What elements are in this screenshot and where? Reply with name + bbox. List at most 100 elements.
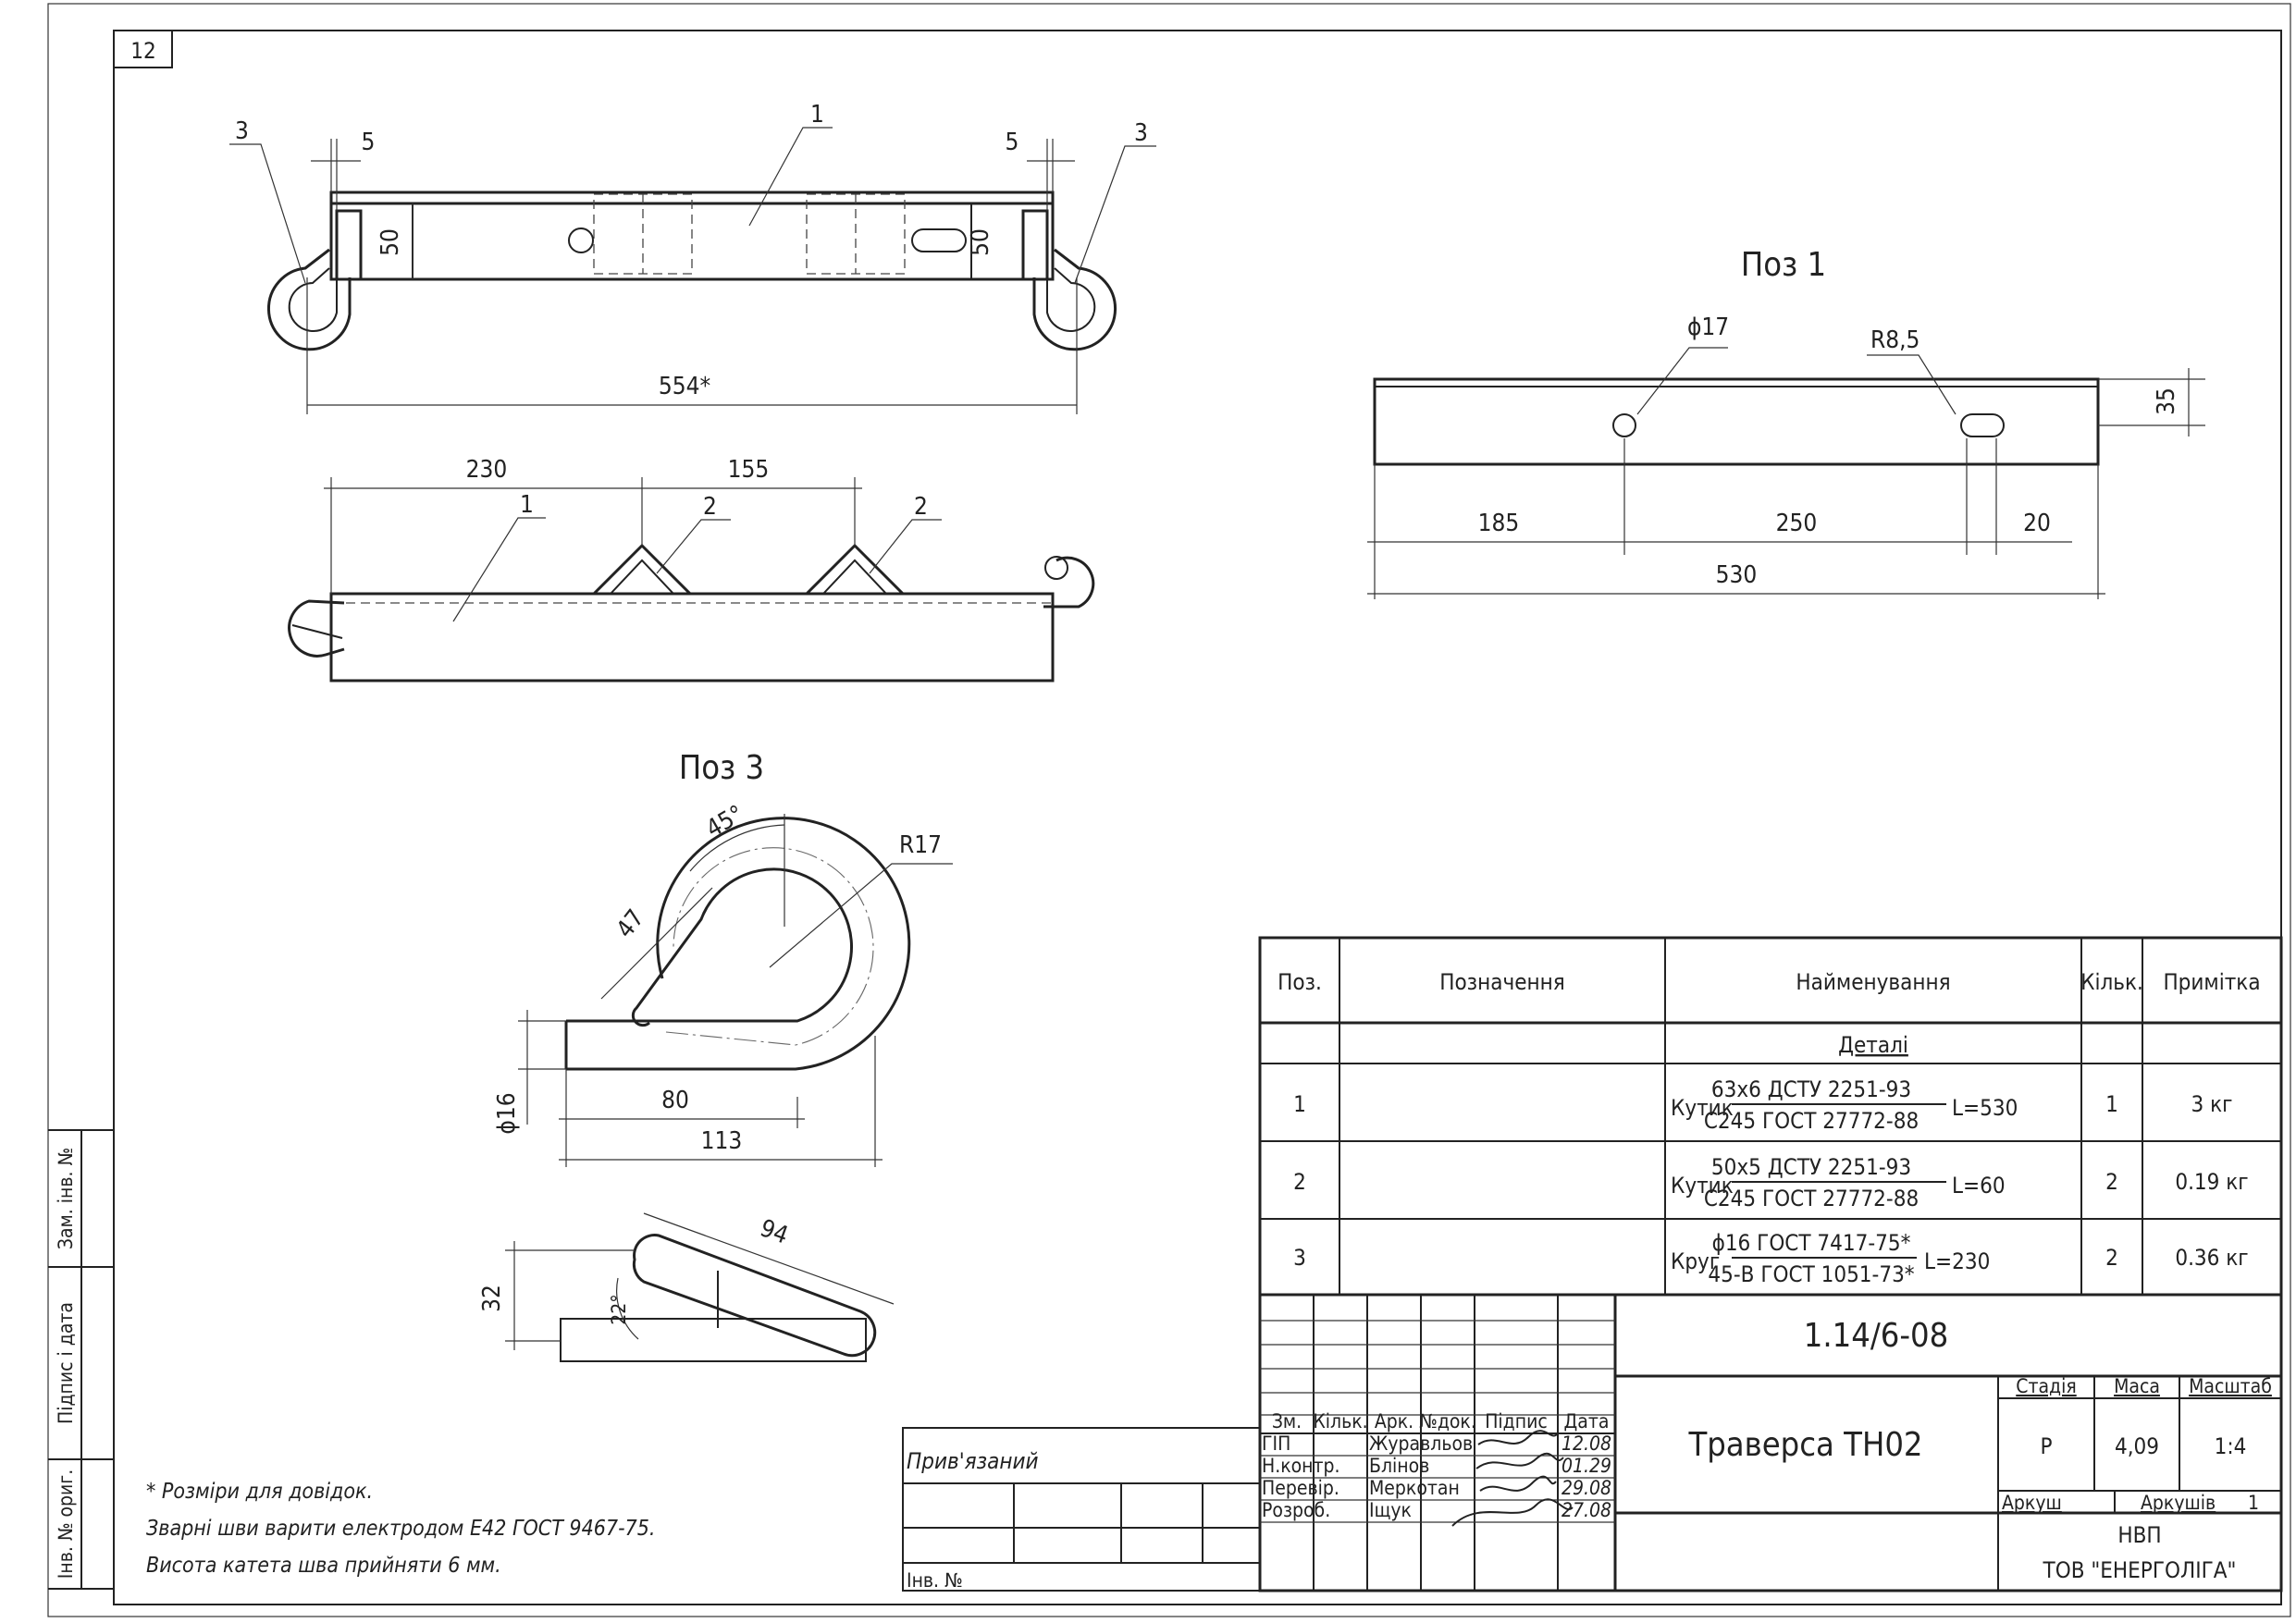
note-3: Висота катета шва прийняти 6 мм. — [146, 1554, 501, 1578]
front-dim-right-height: 50 — [967, 228, 994, 256]
spec-row-pos: 2 — [1293, 1169, 1306, 1195]
spec-row: 3 Круг ϕ16 ГОСТ 7417-75* 45-В ГОСТ 1051-… — [1293, 1230, 2249, 1287]
front-dim-right-gap: 5 — [1006, 129, 1019, 156]
spec-row-suffix: L=230 — [1924, 1248, 1990, 1274]
top-dim-155: 155 — [728, 456, 770, 484]
poz3-angle22: 22° — [608, 1294, 630, 1324]
tb-sheet-label: Аркуш — [2002, 1492, 2062, 1514]
tb-col-kilk: Кільк. — [1313, 1410, 1367, 1432]
top-leader-2a: 2 — [703, 493, 717, 521]
poz1-hole: ϕ17 — [1687, 314, 1729, 341]
sheet-number: 12 — [130, 38, 155, 64]
tb-mass: 4,09 — [2115, 1433, 2159, 1459]
bind-pryvyazanyi: Прив'язаний — [907, 1448, 1039, 1474]
tb-sheets-label: Аркушів — [2141, 1492, 2216, 1514]
side-zam-inv: Зам. інв. № — [55, 1148, 77, 1249]
spec-row-suffix: L=530 — [1952, 1095, 2018, 1121]
tb-doc-number: 1.14/6-08 — [1804, 1317, 1949, 1355]
spec-row-bottom: С245 ГОСТ 27772-88 — [1704, 1186, 1919, 1211]
tb-role-row: ГІП Журавльов 12.08 — [1262, 1432, 1611, 1455]
spec-row-top: ϕ16 ГОСТ 7417-75* — [1712, 1230, 1911, 1256]
poz1-total: 530 — [1716, 561, 1758, 589]
spec-header-note: Примітка — [2163, 969, 2260, 995]
tb-col-data: Дата — [1564, 1410, 1610, 1432]
poz3-len113: 113 — [701, 1127, 743, 1155]
front-view: 554* 5 5 50 50 1 3 3 — [229, 101, 1156, 414]
spec-row-note: 3 кг — [2191, 1091, 2233, 1117]
top-leader-1: 1 — [520, 491, 534, 519]
note-1: * Розміри для довідок. — [146, 1480, 373, 1504]
spec-header-name: Найменування — [1796, 969, 1950, 995]
binding-block: Прив'язаний Інв. № — [902, 1427, 1261, 1592]
spec-section: Деталі — [1838, 1032, 1908, 1058]
poz3-leg: 47 — [611, 904, 650, 943]
poz3-radius: R17 — [899, 831, 942, 859]
tb-scale-label: Масштаб — [2189, 1375, 2272, 1397]
tb-role-name: Журавльов — [1369, 1432, 1473, 1455]
tb-role-name: Блінов — [1369, 1455, 1429, 1477]
poz3-h32: 32 — [478, 1285, 506, 1312]
tb-role-date: 27.08 — [1562, 1499, 1611, 1521]
tb-role-row: Перевір. Меркотан 29.08 — [1262, 1477, 1611, 1499]
tb-role-date: 01.29 — [1562, 1455, 1611, 1477]
poz1-view: Поз 1 ϕ17 R8,5 35 185 250 20 530 — [1367, 246, 2205, 599]
notes: * Розміри для довідок. Зварні шви варити… — [146, 1480, 655, 1578]
note-2: Зварні шви варити електродом Е42 ГОСТ 94… — [146, 1517, 655, 1541]
tb-role: Перевір. — [1262, 1477, 1339, 1499]
top-dim-230: 230 — [466, 456, 508, 484]
side-pidpys-data: Підпис і дата — [55, 1302, 77, 1424]
poz3-len80: 80 — [661, 1087, 689, 1114]
tb-title: Траверса ТН02 — [1687, 1426, 1922, 1464]
spec-row-prefix: Кутик — [1671, 1173, 1734, 1199]
front-dim-left-height: 50 — [376, 228, 404, 256]
poz1-slot: R8,5 — [1870, 326, 1920, 354]
spec-row-prefix: Круг — [1671, 1248, 1720, 1274]
spec-row-pos: 3 — [1293, 1245, 1306, 1271]
bind-inv-no: Інв. № — [907, 1569, 963, 1592]
spec-row-bottom: 45-В ГОСТ 1051-73* — [1708, 1261, 1914, 1287]
spec-row-qty: 2 — [2105, 1169, 2118, 1195]
spec-row-suffix: L=60 — [1952, 1173, 2006, 1199]
side-inv-oryg: Інв. № ориг. — [55, 1469, 77, 1579]
side-stamp: Зам. інв. № Підпис і дата Інв. № ориг. — [48, 1129, 114, 1590]
tb-role-date: 29.08 — [1562, 1477, 1611, 1499]
spec-row-qty: 2 — [2105, 1245, 2118, 1271]
spec-row-qty: 1 — [2105, 1091, 2118, 1117]
spec-table: Поз. Позначення Найменування Кільк. Прим… — [1258, 936, 2283, 1297]
tb-col-ark: Арк. — [1375, 1410, 1413, 1432]
poz1-height: 35 — [2153, 387, 2180, 415]
spec-row: 1 Кутик 63х6 ДСТУ 2251-93 С245 ГОСТ 2777… — [1293, 1076, 2232, 1134]
tb-role: Розроб. — [1262, 1499, 1330, 1521]
poz3-title: Поз 3 — [679, 749, 764, 787]
poz3-angle: 45° — [702, 800, 749, 843]
signature-marks — [1451, 1430, 1574, 1527]
tb-col-ndok: №док. — [1419, 1410, 1476, 1432]
spec-row: 2 Кутик 50х5 ДСТУ 2251-93 С245 ГОСТ 2777… — [1293, 1154, 2249, 1211]
top-view: 230 155 1 2 2 — [288, 456, 1095, 682]
tb-role-row: Н.контр. Блінов 01.29 — [1262, 1455, 1611, 1477]
poz1-title: Поз 1 — [1741, 246, 1826, 284]
poz1-d1: 185 — [1478, 510, 1520, 537]
tb-org-line2: ТОВ "ЕНЕРГОЛІГА" — [2043, 1557, 2237, 1583]
tb-scale: 1:4 — [2215, 1433, 2247, 1459]
tb-role-row: Розроб. Іщук 27.08 — [1262, 1499, 1611, 1521]
tb-role-date: 12.08 — [1562, 1432, 1611, 1455]
spec-row-bottom: С245 ГОСТ 27772-88 — [1704, 1108, 1919, 1134]
front-leader-1: 1 — [810, 101, 824, 129]
tb-org-line1: НВП — [2117, 1522, 2161, 1548]
tb-sheets: 1 — [2248, 1492, 2259, 1514]
front-dim-total: 554* — [659, 373, 710, 400]
spec-row-note: 0.36 кг — [2175, 1245, 2248, 1271]
spec-header-pos: Поз. — [1278, 969, 1322, 995]
top-leader-2b: 2 — [914, 493, 928, 521]
front-leader-3-right: 3 — [1134, 119, 1148, 147]
poz1-d3: 20 — [2023, 510, 2051, 537]
spec-row-top: 63х6 ДСТУ 2251-93 — [1711, 1076, 1911, 1102]
tb-role: Н.контр. — [1262, 1455, 1340, 1477]
spec-row-note: 0.19 кг — [2175, 1169, 2248, 1195]
tb-mass-label: Маса — [2114, 1375, 2160, 1397]
tb-role: ГІП — [1262, 1432, 1290, 1455]
spec-row-pos: 1 — [1293, 1091, 1306, 1117]
front-leader-3-left: 3 — [235, 117, 249, 145]
